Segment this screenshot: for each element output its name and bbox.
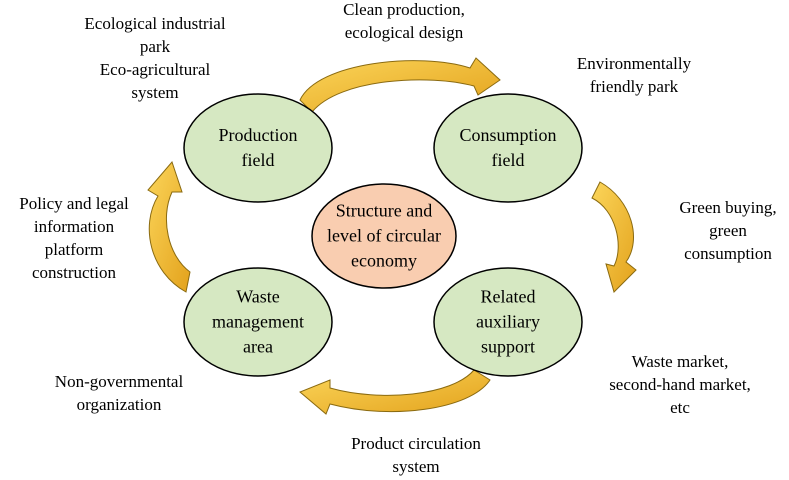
center-label: Structure and level of circular economy (327, 200, 441, 271)
production-field-ellipse (183, 93, 333, 203)
right-curved-arrow (591, 181, 637, 293)
auxiliary-support-ellipse (433, 267, 583, 377)
center-ellipse (311, 183, 457, 289)
top-curved-arrow (299, 57, 501, 113)
waste-management-ellipse (183, 267, 333, 377)
top-arrow-label: Clean production, ecological design (343, 0, 465, 42)
waste-management-label: Waste management area (212, 286, 304, 357)
right-arrow-label: Green buying, green consumption (679, 198, 777, 263)
left-arrow-label: Policy and legal information platform co… (19, 194, 129, 282)
bottom-right-note: Waste market, second-hand market, etc (609, 352, 751, 417)
consumption-field-ellipse (433, 93, 583, 203)
bottom-left-note: Non-governmental organization (54, 372, 184, 414)
auxiliary-support-label: Related auxiliary support (476, 286, 540, 357)
top-left-note: Ecological industrial park Eco-agricultu… (84, 14, 226, 102)
left-curved-arrow (147, 161, 191, 293)
consumption-field-label: Consumption field (459, 125, 557, 170)
top-right-note: Environmentally friendly park (576, 54, 692, 96)
bottom-curved-arrow (299, 369, 491, 415)
bottom-arrow-label: Product circulation system (351, 434, 481, 476)
production-field-label: Production field (218, 125, 298, 170)
